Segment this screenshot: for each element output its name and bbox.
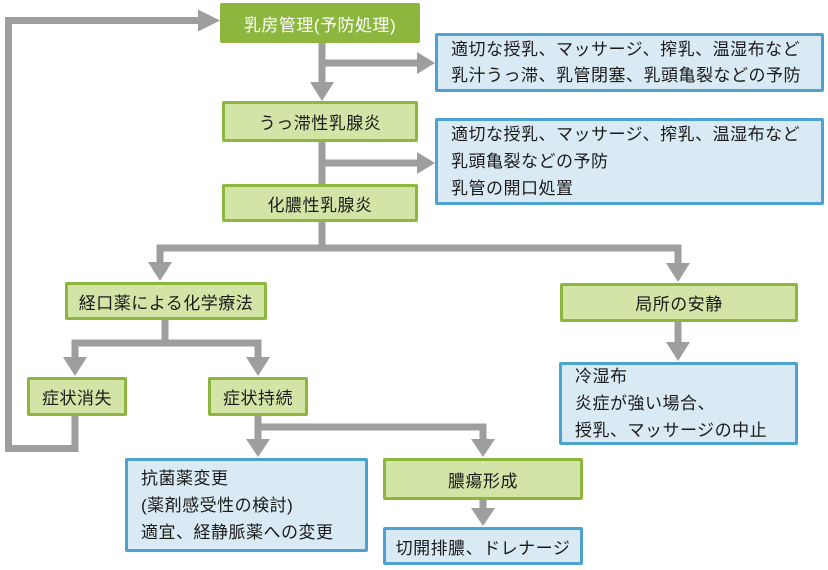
node-symptoms-resolved-label: 症状消失 (42, 389, 112, 408)
arrowhead-into-resolved (63, 357, 87, 376)
note-antibiotic-change: 抗菌薬変更 (薬剤感受性の検討) 適宜、経静脈薬への変更 (125, 458, 368, 552)
note-line: 乳管の開口処置 (451, 179, 574, 198)
node-stasis-mastitis: うっ滞性乳腺炎 (222, 101, 418, 142)
arrowhead-into-persist (246, 357, 270, 376)
node-local-rest: 局所の安静 (560, 283, 798, 322)
node-symptoms-persist: 症状持続 (208, 377, 308, 416)
arrowhead-into-oral-chemo (148, 262, 172, 281)
note-line: 適宜、経静脈薬への変更 (141, 522, 334, 542)
node-oral-chemotherapy: 経口薬による化学療法 (65, 282, 267, 320)
arrowhead-into-abscess (471, 439, 495, 457)
arrowhead-into-note2 (417, 152, 435, 174)
node-abscess-formation: 膿瘍形成 (383, 458, 583, 500)
note-prevention-initial: 適切な授乳、マッサージ、搾乳、温湿布など 乳汁うっ滞、乳管閉塞、乳頭亀裂などの予… (435, 33, 824, 92)
note-line: (薬剤感受性の検討) (141, 495, 294, 515)
node-suppurative-mastitis-label: 化膿性乳腺炎 (267, 195, 373, 215)
note-line: 乳頭亀裂などの予防 (451, 152, 609, 171)
node-incision-drainage-label: 切開排膿、ドレナージ (395, 538, 571, 558)
arrowhead-into-cold (666, 342, 690, 361)
node-breast-management: 乳房管理(予防処理) (220, 3, 420, 43)
node-symptoms-persist-label: 症状持続 (223, 389, 293, 408)
node-oral-chemotherapy-label: 経口薬による化学療法 (78, 293, 254, 313)
arrowhead-into-local-rest (666, 263, 690, 282)
node-suppurative-mastitis: 化膿性乳腺炎 (222, 184, 418, 222)
arrowhead-into-antibiotic (246, 439, 270, 457)
arrowhead-into-note1 (417, 52, 435, 74)
note-line: 炎症が強い場合、 (575, 394, 715, 413)
connector-persist-split (254, 416, 487, 440)
connector-suppurative-split (156, 222, 682, 263)
note-line: 冷湿布 (575, 367, 628, 386)
node-stasis-mastitis-label: うっ滞性乳腺炎 (258, 114, 382, 133)
connector-feedback-loop (5, 17, 198, 452)
note-prevention-stasis: 適切な授乳、マッサージ、搾乳、温湿布など 乳頭亀裂などの予防 乳管の開口処置 (435, 118, 824, 205)
note-line: 乳汁うっ滞、乳管閉塞、乳頭亀裂などの予防 (451, 65, 801, 85)
node-symptoms-resolved: 症状消失 (27, 377, 127, 416)
arrowhead-into-stasis (310, 82, 334, 101)
note-line: 適切な授乳、マッサージ、搾乳、温湿布など (451, 125, 801, 144)
node-breast-management-label: 乳房管理(予防処理) (243, 15, 397, 35)
node-abscess-formation-label: 膿瘍形成 (448, 471, 518, 491)
note-line: 授乳、マッサージの中止 (575, 421, 768, 440)
note-cold-compress: 冷湿布 炎症が強い場合、 授乳、マッサージの中止 (559, 362, 798, 445)
connector-oral-chemo-split (71, 320, 262, 358)
node-local-rest-label: 局所の安静 (635, 295, 723, 314)
note-line: 抗菌薬変更 (141, 468, 229, 488)
arrowhead-into-incision (471, 508, 495, 526)
note-line: 適切な授乳、マッサージ、搾乳、温湿布など (451, 39, 801, 59)
node-incision-drainage: 切開排膿、ドレナージ (383, 527, 583, 565)
arrowhead-feedback-into-management (198, 9, 220, 32)
